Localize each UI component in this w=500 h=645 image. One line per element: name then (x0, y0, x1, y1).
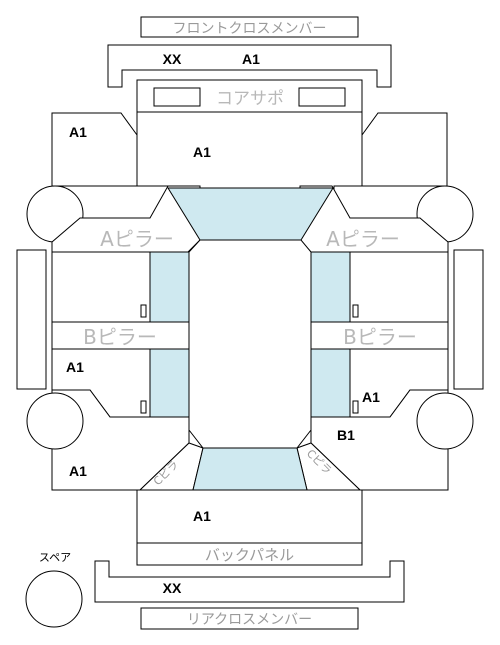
front-upper-code: A1 (242, 51, 260, 67)
roof (188, 239, 312, 449)
rear-cross-member-bracket (94, 560, 405, 603)
b-pillar-right-label: Bピラー (343, 325, 417, 349)
front-fender-left (51, 112, 138, 187)
handle-rear-left (140, 400, 147, 414)
front-door-right (349, 251, 449, 323)
hood-code: A1 (193, 144, 211, 160)
handle-front-right (352, 304, 359, 318)
front-fender-left-code: A1 (69, 124, 87, 140)
front-cross-member-code: XX (163, 51, 182, 67)
rear-cross-member-label: リアクロスメンバー (187, 612, 312, 628)
core-support (136, 79, 363, 113)
rear-cross-member-code: XX (163, 580, 182, 596)
wheel-rear-right (416, 392, 474, 450)
rocker-panel-left (16, 249, 47, 390)
spare-tire (25, 570, 83, 628)
front-door-left (51, 251, 151, 323)
side-glass-front-right (310, 251, 351, 323)
front-cross-member-bracket (107, 44, 392, 88)
side-glass-rear-right (310, 348, 351, 418)
rear-quarter-left (51, 389, 190, 491)
front-cross-member-label: フロントクロスメンバー (173, 21, 327, 37)
trunk-code: A1 (193, 508, 211, 524)
back-panel-label: バックパネル (205, 546, 294, 564)
spare-label: スペア (39, 551, 71, 564)
wheel-rear-left (26, 392, 84, 450)
trunk (136, 489, 363, 544)
rear-door-right-code: A1 (362, 389, 380, 405)
b-pillar-left-label: Bピラー (83, 325, 157, 349)
rear-glass (192, 447, 308, 491)
front-cross-member-box (140, 16, 359, 38)
rear-quarter-right-code: B1 (337, 427, 355, 443)
handle-rear-right (352, 400, 359, 414)
headlight-left (153, 87, 201, 107)
handle-front-left (140, 304, 147, 318)
rear-quarter-left-code: A1 (69, 463, 87, 479)
rocker-panel-right (453, 249, 484, 390)
hood (136, 111, 363, 191)
core-support-label: コアサポ (216, 89, 284, 109)
side-glass-rear-left (149, 348, 190, 418)
front-fender-right (361, 112, 448, 187)
rear-cross-member-box (140, 607, 359, 630)
b-pillar-left-zone (51, 321, 190, 350)
a-pillar-right-label: Aピラー (326, 227, 400, 251)
a-pillar-left-label: Aピラー (100, 227, 174, 251)
rear-door-left-code: A1 (66, 359, 84, 375)
headlight-right (298, 87, 346, 107)
back-panel (136, 542, 363, 566)
side-glass-front-left (149, 251, 190, 323)
